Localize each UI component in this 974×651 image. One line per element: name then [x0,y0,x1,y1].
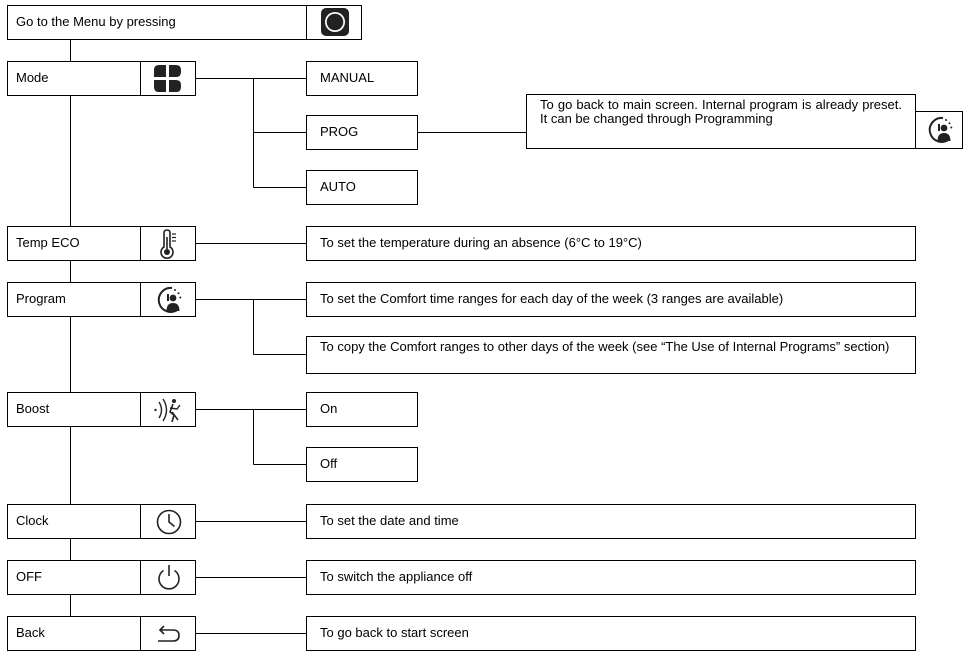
menu-item-label: Boost [16,401,50,416]
option-off: Off [320,456,338,471]
option-box[interactable] [306,392,418,427]
program-description-copy: To copy the Comfort ranges to other days… [320,339,890,354]
clock-person-program-icon [925,115,955,145]
clock-description: To set the date and time [320,513,459,528]
menu-item-boost[interactable] [7,392,141,427]
menu-item-label: Mode [16,70,49,85]
menu-item-label: Temp ECO [16,235,80,250]
menu-item-mode[interactable] [7,61,141,96]
option-auto: AUTO [320,179,356,194]
menu-item-off[interactable] [7,560,141,595]
thermometer-icon [159,228,179,259]
option-box[interactable] [306,170,418,205]
option-box[interactable] [306,61,418,96]
off-description: To switch the appliance off [320,569,473,584]
menu-entry-instruction: Go to the Menu by pressing [16,14,176,29]
round-menu-button-icon [321,8,349,36]
description-box [306,336,916,374]
menu-item-program[interactable] [7,282,141,317]
menu-item-temp-eco[interactable] [7,226,141,261]
four-leaf-mode-icon [153,64,183,93]
boost-heat-icon [153,396,183,424]
clock-icon [155,508,183,536]
power-icon [155,563,183,591]
menu-icon-cell [140,226,196,261]
back-arrow-icon [155,620,183,646]
option-on: On [320,401,338,416]
clock-person-program-icon [154,285,184,315]
prog-note-text: To go back to main screen. Internal prog… [540,97,902,126]
menu-item-label: Back [16,625,45,640]
menu-icon-cell [140,61,196,96]
back-description: To go back to start screen [320,625,469,640]
program-description-ranges: To set the Comfort time ranges for each … [320,291,784,306]
option-prog: PROG [320,124,359,139]
temp-eco-description: To set the temperature during an absence… [320,235,642,250]
description-box [306,616,916,651]
description-box [306,504,916,539]
option-box[interactable] [306,115,418,150]
description-box [306,226,916,261]
menu-item-label: Clock [16,513,49,528]
menu-item-label: OFF [16,569,42,584]
menu-item-back[interactable] [7,616,141,651]
note-box [526,94,916,149]
option-manual: MANUAL [320,70,375,85]
description-box [306,560,916,595]
menu-item-clock[interactable] [7,504,141,539]
description-box [306,282,916,317]
menu-item-label: Program [16,291,66,306]
menu-icon-cell [140,392,196,427]
option-box[interactable] [306,447,418,482]
menu-entry-box [7,5,307,40]
